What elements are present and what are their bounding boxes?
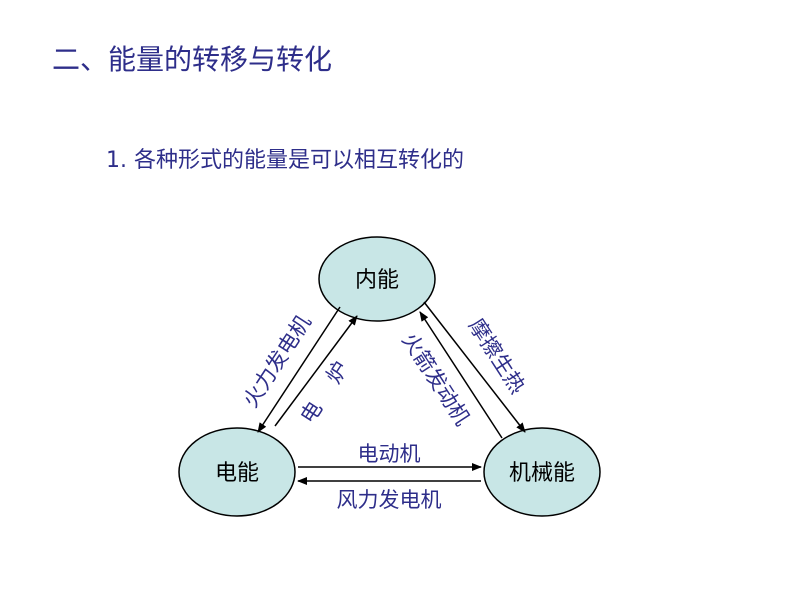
node-mechanical-energy-shape	[483, 427, 601, 517]
arrow-electric-to-internal	[274, 315, 358, 427]
node-internal-energy: 内能	[318, 236, 436, 322]
slide-subtitle: 1. 各种形式的能量是可以相互转化的	[106, 148, 464, 173]
node-electric-energy: 电能	[178, 427, 296, 517]
arrow-mechanical-to-internal	[419, 311, 503, 439]
node-internal-energy-shape	[318, 236, 436, 322]
node-internal-energy-label: 内能	[355, 268, 399, 293]
edge-label-electric-to-mechanical: 电动机	[358, 442, 421, 466]
edge-label-mechanical-to-internal: 摩擦生热	[464, 314, 530, 398]
arrow-internal-to-mechanical	[423, 301, 526, 433]
slide-title: 二、能量的转移与转化	[52, 43, 333, 76]
arrow-internal-to-electric	[257, 306, 341, 433]
edge-label-mechanical-to-electric: 风力发电机	[337, 488, 442, 512]
node-mechanical-energy-label: 机械能	[509, 461, 575, 486]
node-electric-energy-label: 电能	[215, 461, 259, 486]
node-mechanical-energy: 机械能	[483, 427, 601, 517]
node-electric-energy-shape	[178, 427, 296, 517]
